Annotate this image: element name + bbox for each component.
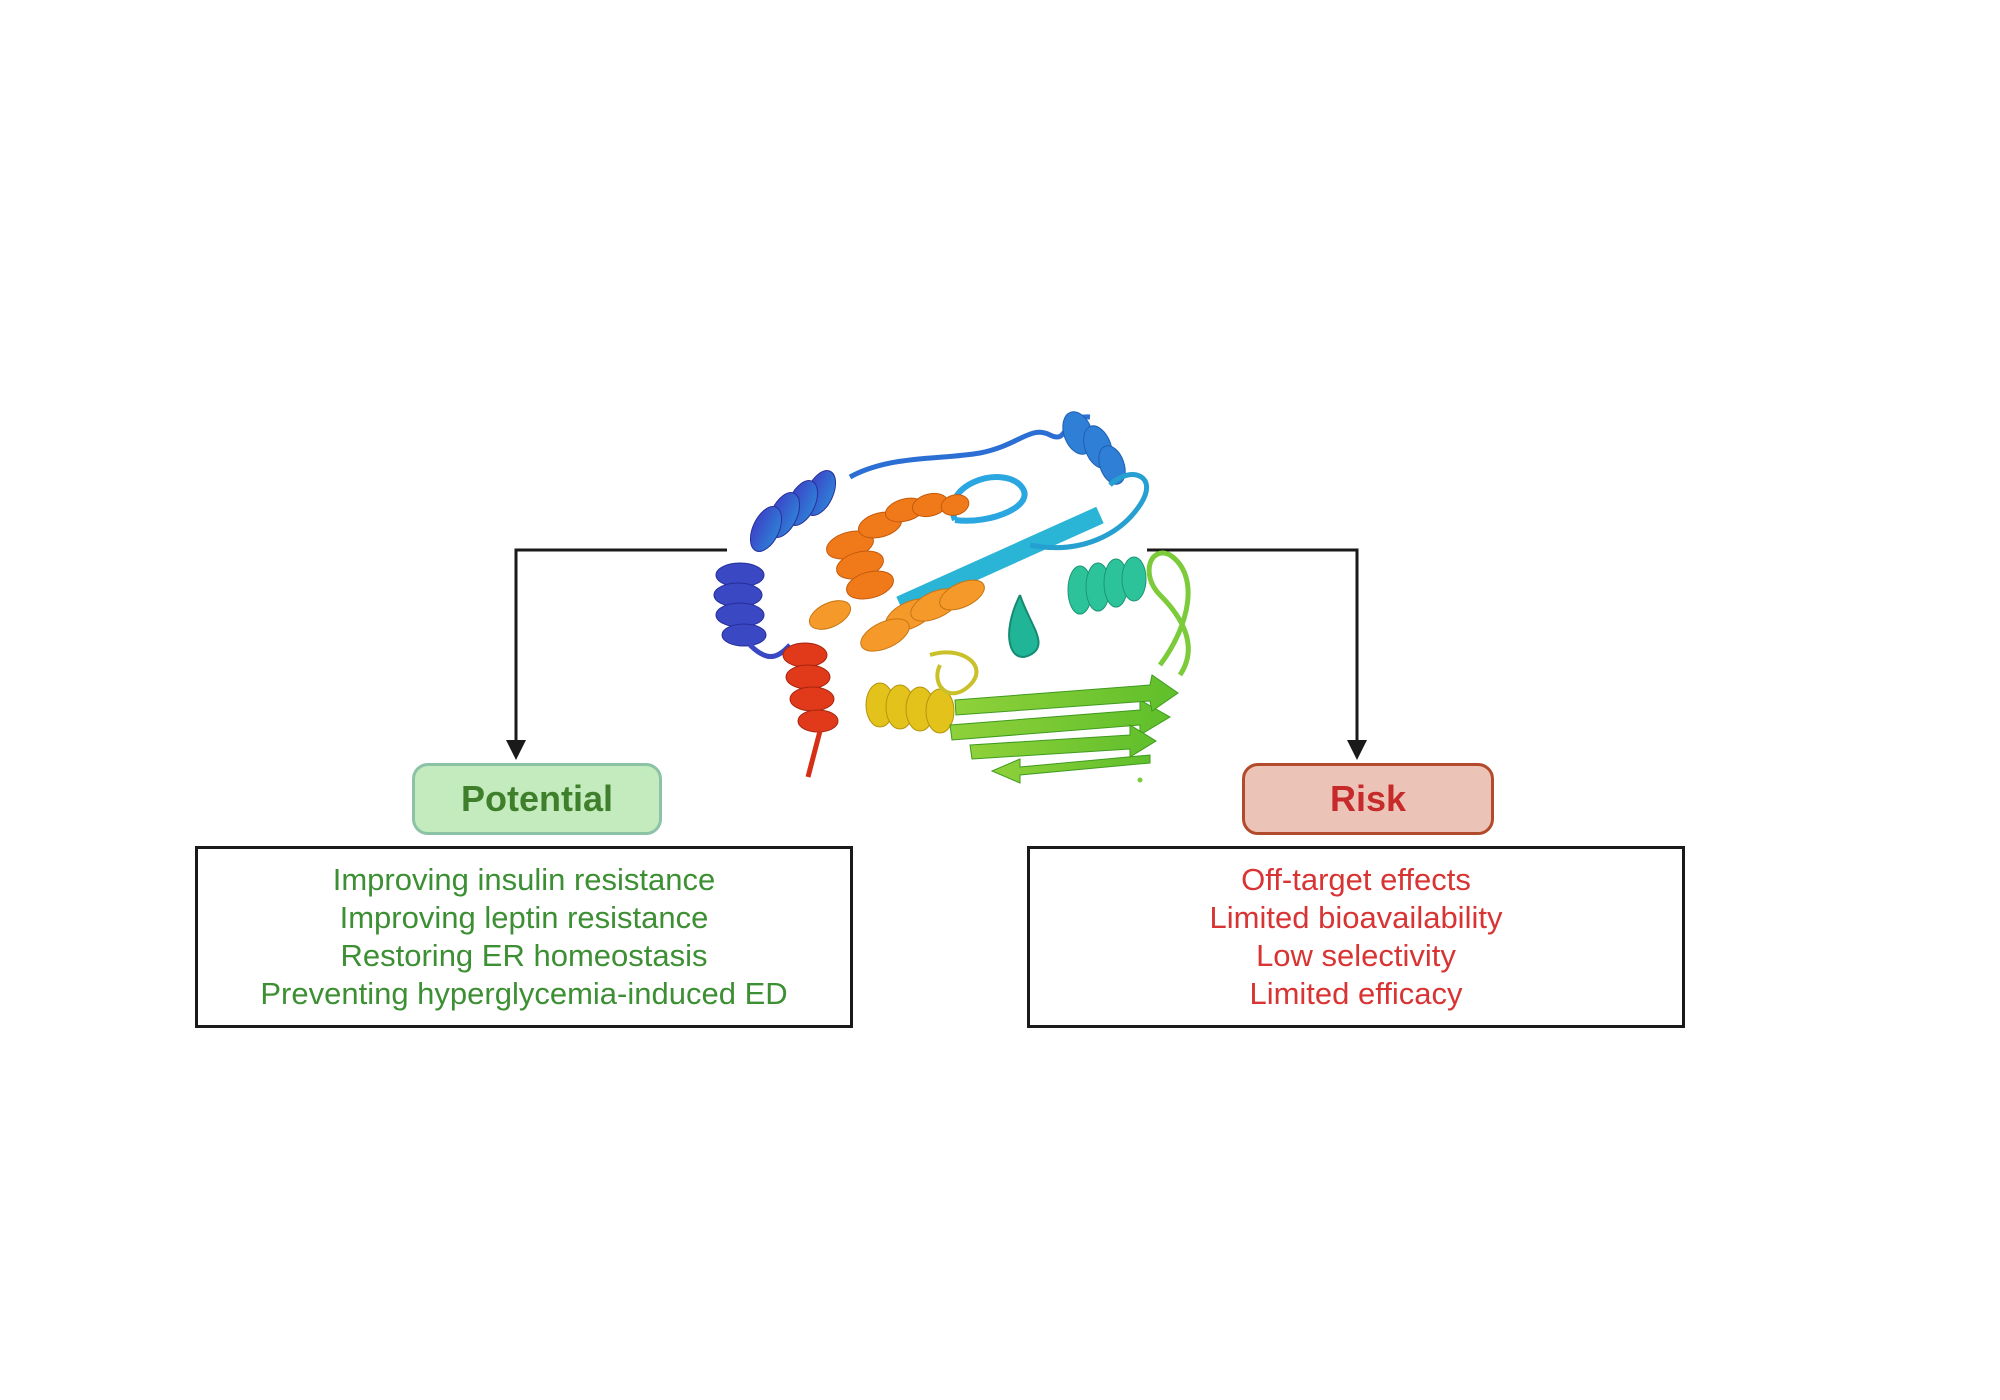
- left-arrowhead: [506, 740, 526, 760]
- risk-label: Risk: [1242, 763, 1494, 835]
- risk-list-box: Off-target effects Limited bioavailabili…: [1027, 846, 1685, 1028]
- potential-list-box: Improving insulin resistance Improving l…: [195, 846, 853, 1028]
- right-arrowhead: [1347, 740, 1367, 760]
- risk-item: Limited efficacy: [1249, 976, 1463, 1011]
- potential-label: Potential: [412, 763, 662, 835]
- protein-structure-image: [713, 411, 1191, 784]
- potential-label-text: Potential: [460, 778, 613, 819]
- risk-item: Limited bioavailability: [1209, 900, 1503, 935]
- potential-item: Improving leptin resistance: [339, 900, 709, 935]
- potential-item: Improving insulin resistance: [332, 862, 716, 897]
- potential-item: Preventing hyperglycemia-induced ED: [260, 976, 788, 1011]
- risk-item: Low selectivity: [1256, 938, 1456, 973]
- risk-label-text: Risk: [1329, 778, 1407, 819]
- potential-item: Restoring ER homeostasis: [340, 938, 708, 973]
- right-connector: [1147, 548, 1367, 760]
- risk-item: Off-target effects: [1241, 862, 1471, 897]
- left-connector: [506, 548, 727, 760]
